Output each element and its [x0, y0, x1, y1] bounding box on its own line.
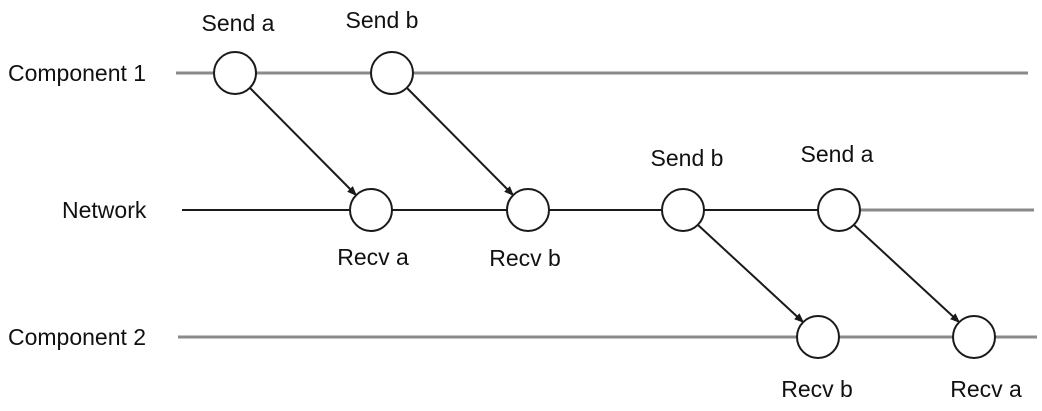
event-circle-recv-b-component2	[796, 315, 840, 359]
lane-label-component2: Component 2	[8, 324, 146, 350]
event-label-recv-a-network: Recv a	[337, 244, 409, 270]
event-circle-recv-a-network	[349, 188, 393, 232]
event-label-recv-b-network: Recv b	[489, 245, 561, 271]
event-label-send-a-network: Send a	[801, 141, 874, 167]
event-label-recv-b-component2: Recv b	[781, 376, 853, 402]
event-circle-send-b-component1	[370, 51, 414, 95]
event-label-send-b-component1: Send b	[346, 7, 419, 33]
event-circle-recv-b-network	[506, 188, 550, 232]
arrow-message-b-network-to-component2	[697, 224, 805, 324]
event-circle-recv-a-component2	[952, 315, 996, 359]
event-circle-send-a-component1	[213, 51, 257, 95]
event-label-recv-a-component2: Recv a	[950, 376, 1022, 402]
event-circle-send-a-network	[817, 188, 861, 232]
event-label-send-a-component1: Send a	[202, 10, 275, 36]
arrow-message-a-component1-to-network	[249, 87, 358, 197]
lane-label-network: Network	[62, 197, 147, 223]
lane-label-component1: Component 1	[8, 60, 146, 86]
arrow-message-b-component1-to-network	[406, 87, 515, 197]
arrow-message-a-network-to-component2	[853, 224, 961, 324]
event-circle-send-b-network	[661, 188, 705, 232]
event-label-send-b-network: Send b	[651, 145, 724, 171]
